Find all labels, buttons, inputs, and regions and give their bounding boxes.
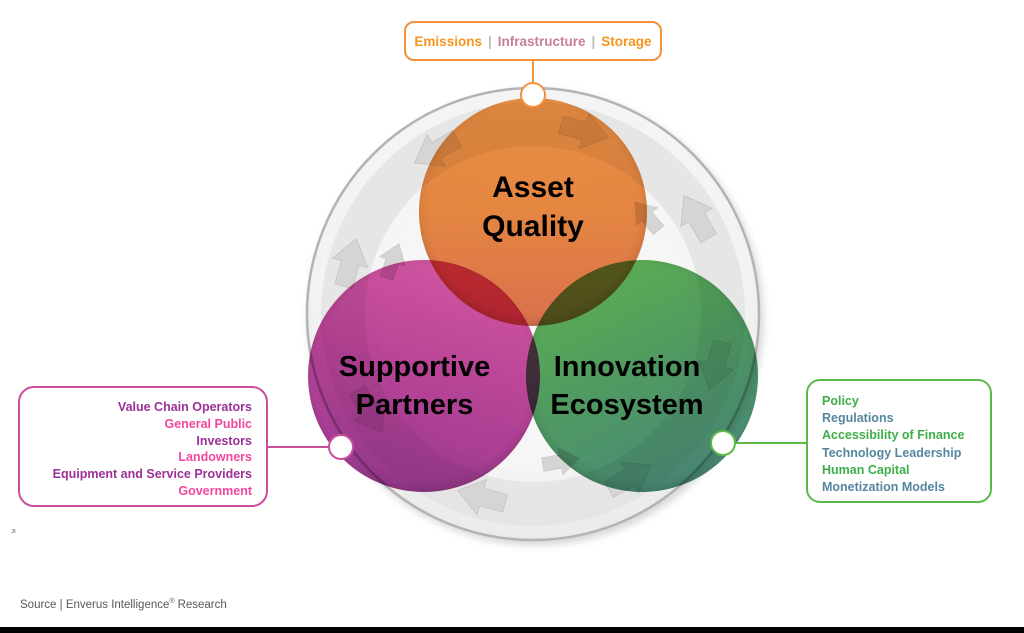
supportive-partners-line2: Partners xyxy=(355,389,474,421)
top-connector-dot xyxy=(520,82,546,108)
left-connector-line xyxy=(268,446,341,448)
innovation-ecosystem-label: Innovation Ecosystem xyxy=(522,348,732,424)
source-attribution: Source | Enverus Intelligence®Research xyxy=(20,598,227,611)
source-prefix: Source | Enverus Intelligence xyxy=(20,598,170,611)
callout-item-infrastructure: Infrastructure xyxy=(497,33,586,49)
callout-separator: | xyxy=(487,33,492,49)
asset-quality-label: Asset Quality xyxy=(433,168,633,246)
callout-item-accessibility-of-finance: Accessibility of Finance xyxy=(822,428,965,443)
asset-quality-callout: Emissions | Infrastructure | Storage xyxy=(404,21,662,61)
asset-quality-line1: Asset xyxy=(492,171,574,204)
right-connector-dot xyxy=(710,430,736,456)
callout-item-landowners: Landowners xyxy=(178,450,252,465)
callout-item-human-capital: Human Capital xyxy=(822,462,910,477)
supportive-partners-line1: Supportive xyxy=(338,351,491,383)
callout-item-general-public: General Public xyxy=(164,416,252,431)
bottom-border-bar xyxy=(0,627,1024,633)
callout-item-equipment-and-service-providers: Equipment and Service Providers xyxy=(52,467,252,482)
asset-quality-line2: Quality xyxy=(482,210,584,243)
callout-item-value-chain-operators: Value Chain Operators xyxy=(117,400,252,414)
innovation-ecosystem-callout: Policy Regulations Accessibility of Fina… xyxy=(806,379,992,503)
supportive-partners-label: Supportive Partners xyxy=(312,348,517,424)
callout-item-monetization-models: Monetization Models xyxy=(822,480,945,495)
callout-item-investors: Investors xyxy=(196,433,252,448)
supportive-partners-callout: Value Chain Operators General Public Inv… xyxy=(18,386,268,507)
registered-trademark-symbol: ® xyxy=(169,598,175,605)
callout-item-technology-leadership: Technology Leadership xyxy=(822,445,962,460)
callout-item-regulations: Regulations xyxy=(822,411,894,426)
innovation-ecosystem-line2: Ecosystem xyxy=(550,389,704,421)
right-connector-line xyxy=(723,442,806,444)
callout-item-policy: Policy xyxy=(822,394,859,408)
micro-mark: JI xyxy=(11,529,16,535)
callout-separator: | xyxy=(591,33,596,49)
left-connector-dot xyxy=(328,434,354,460)
callout-item-storage: Storage xyxy=(601,33,652,49)
callout-item-government: Government xyxy=(178,483,252,498)
top-connector-line xyxy=(532,60,534,95)
source-suffix: Research xyxy=(177,598,227,611)
innovation-ecosystem-line1: Innovation xyxy=(553,351,701,383)
callout-item-emissions: Emissions xyxy=(414,33,482,49)
